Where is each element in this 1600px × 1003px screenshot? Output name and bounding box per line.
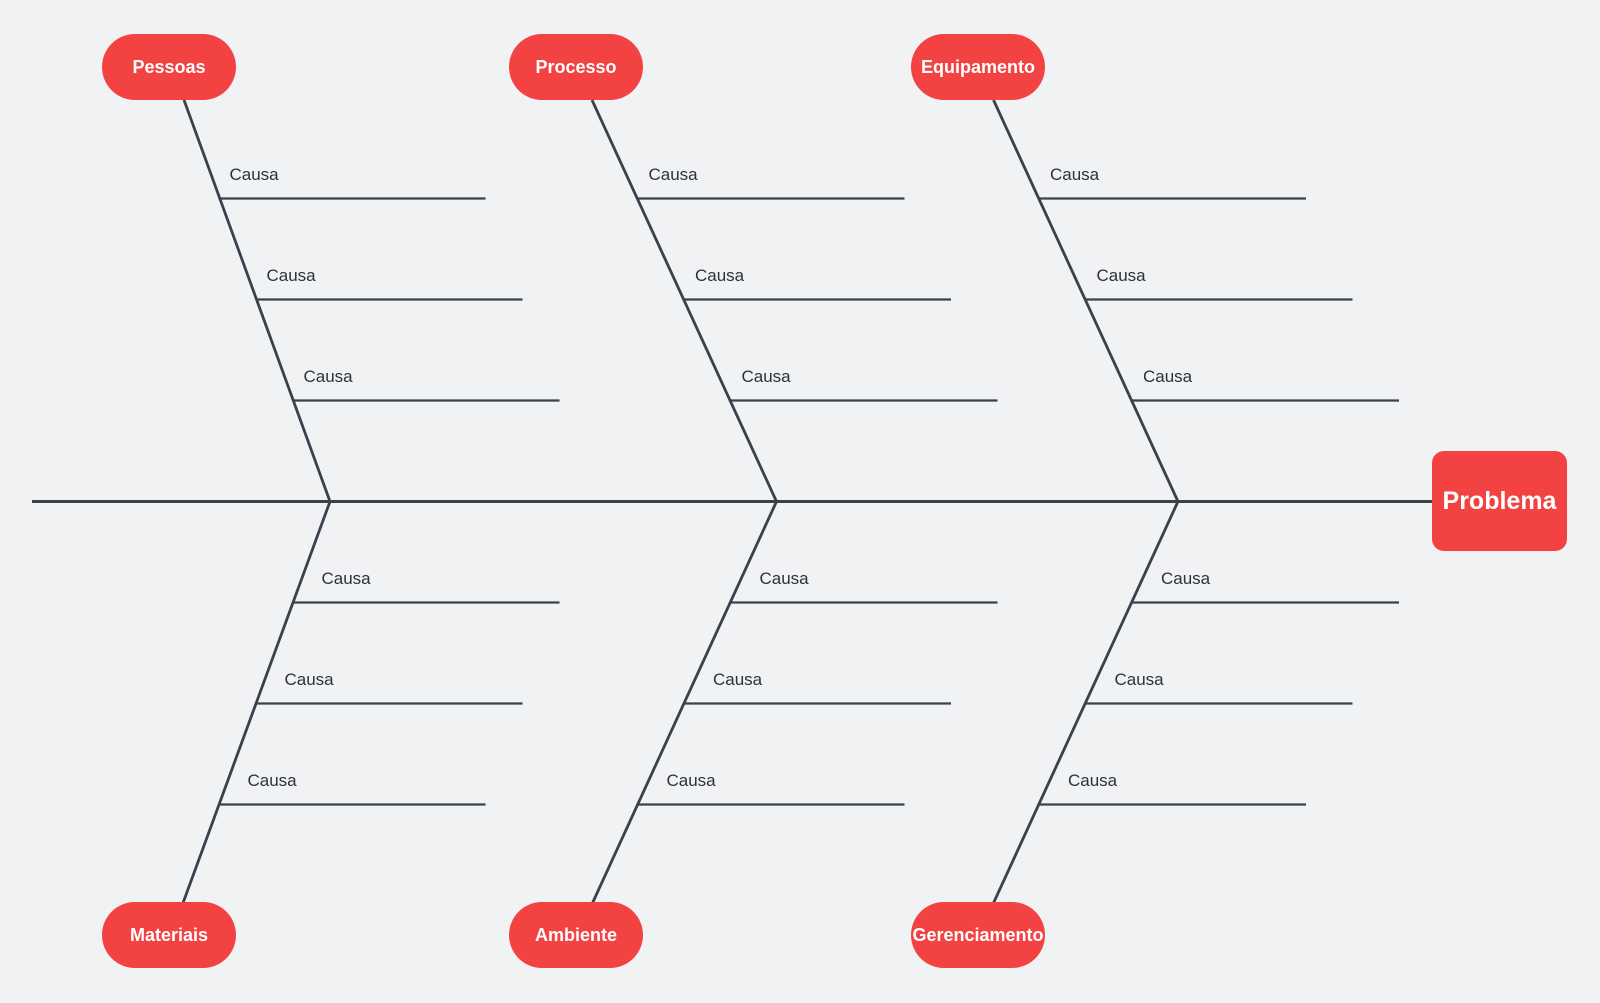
cause-label-gerenciamento-2[interactable]: Causa: [1114, 669, 1164, 689]
bone-equipamento: [992, 99, 1180, 503]
problem-node[interactable]: Problema: [1432, 451, 1567, 551]
bone-materiais: [181, 501, 332, 904]
bone-processo: [590, 99, 778, 503]
category-node-pessoas[interactable]: Pessoas: [102, 34, 236, 100]
category-node-materiais[interactable]: Materiais: [102, 902, 236, 968]
cause-label-processo-3[interactable]: Causa: [741, 366, 791, 386]
cause-label-pessoas-1[interactable]: Causa: [229, 164, 279, 184]
bone-pessoas: [182, 99, 332, 502]
cause-label-gerenciamento-3[interactable]: Causa: [1068, 770, 1118, 790]
category-node-ambiente[interactable]: Ambiente: [509, 902, 643, 968]
cause-label-gerenciamento-1[interactable]: Causa: [1161, 568, 1211, 588]
category-node-processo[interactable]: Processo: [509, 34, 643, 100]
cause-label-pessoas-3[interactable]: Causa: [303, 366, 353, 386]
cause-label-materiais-2[interactable]: Causa: [284, 669, 334, 689]
category-node-equipamento[interactable]: Equipamento: [911, 34, 1045, 100]
bone-ambiente: [591, 500, 778, 904]
cause-label-materiais-1[interactable]: Causa: [321, 568, 371, 588]
cause-label-equipamento-2[interactable]: Causa: [1096, 265, 1146, 285]
cause-label-processo-2[interactable]: Causa: [695, 265, 745, 285]
bone-gerenciamento: [992, 500, 1180, 904]
cause-label-pessoas-2[interactable]: Causa: [266, 265, 316, 285]
cause-label-ambiente-1[interactable]: Causa: [759, 568, 809, 588]
cause-label-equipamento-3[interactable]: Causa: [1143, 366, 1193, 386]
cause-label-materiais-3[interactable]: Causa: [247, 770, 297, 790]
cause-label-ambiente-3[interactable]: Causa: [666, 770, 716, 790]
category-node-gerenciamento[interactable]: Gerenciamento: [911, 902, 1045, 968]
cause-label-equipamento-1[interactable]: Causa: [1050, 164, 1100, 184]
cause-label-processo-1[interactable]: Causa: [648, 164, 698, 184]
cause-label-ambiente-2[interactable]: Causa: [713, 669, 763, 689]
